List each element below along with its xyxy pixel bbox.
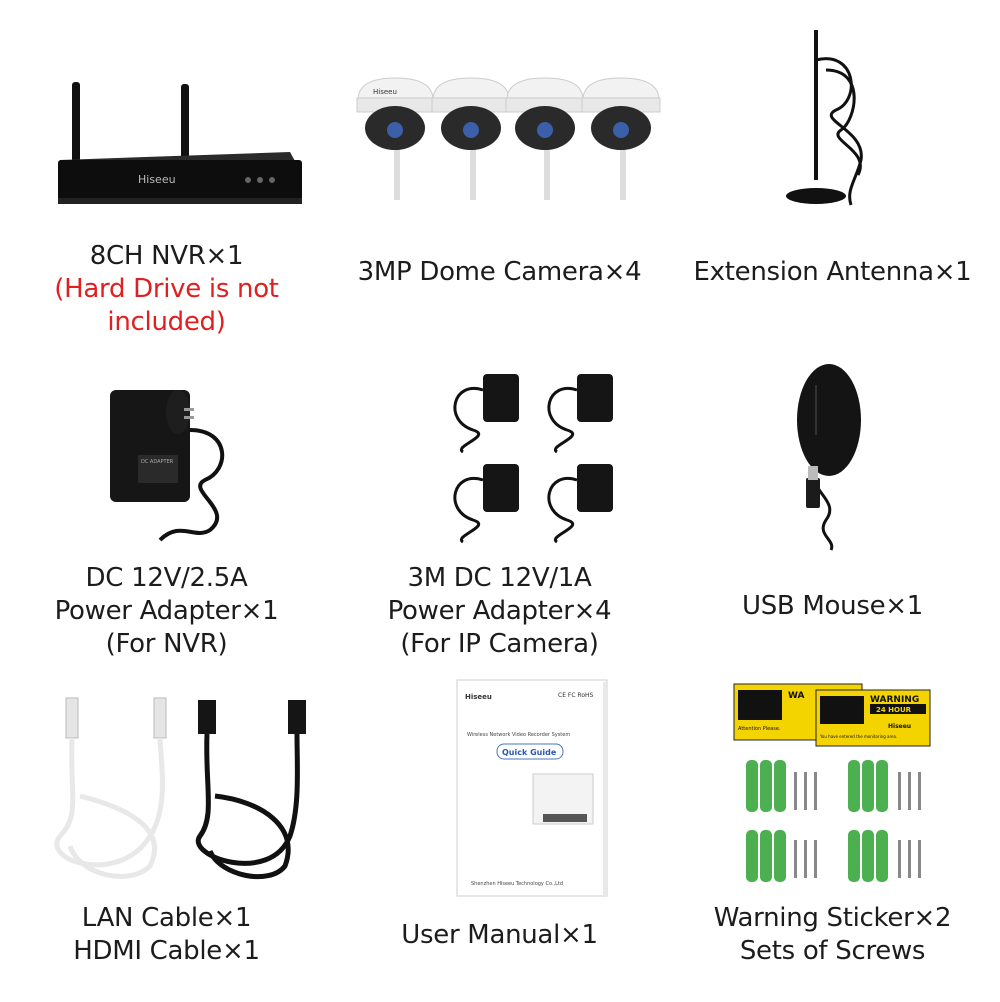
nvr-caption-line1: 8CH NVR×1 xyxy=(89,241,244,271)
nvr-adapter-label: DC ADAPTER xyxy=(141,459,174,465)
cables-caption: LAN Cable×1 HDMI Cable×1 xyxy=(0,902,333,968)
antenna-image xyxy=(666,20,999,260)
sticker-caption-line2: Sets of Screws xyxy=(739,936,926,966)
antenna-caption: Extension Antenna×1 xyxy=(666,256,999,289)
nvr-brand-label: Hiseeu xyxy=(138,173,176,186)
manual-company: Shenzhen Hiseeu Technology Co.,Ltd xyxy=(471,881,563,887)
hdmi-cable xyxy=(195,700,306,880)
manual-caption-line1: User Manual×1 xyxy=(401,920,598,950)
manual-marks: CE FC RoHS xyxy=(558,692,594,699)
cables-caption-line2: HDMI Cable×1 xyxy=(73,936,260,966)
screws-set-2 xyxy=(898,772,921,878)
user-manual-image: Hiseeu CE FC RoHS Wireless Network Video… xyxy=(333,676,666,916)
camera-adapter-4 xyxy=(547,464,613,544)
camera-adapter-1 xyxy=(453,374,519,454)
anchors-set-1 xyxy=(746,760,786,882)
dome-cameras-image: Hiseeu xyxy=(333,60,666,300)
cameras-caption-line1: 3MP Dome Camera×4 xyxy=(357,257,642,287)
nvr-caption-line2: (Hard Drive is not included) xyxy=(54,274,279,337)
nvr-adapter-caption-line1: DC 12V/2.5A xyxy=(85,563,248,593)
sticker-caption: Warning Sticker×2 Sets of Screws xyxy=(666,902,999,968)
svg-text:WA: WA xyxy=(788,691,805,701)
dome-camera-2 xyxy=(431,77,511,200)
nvr-adapter-caption: DC 12V/2.5A Power Adapter×1 (For NVR) xyxy=(0,562,333,661)
dome-camera-3 xyxy=(505,77,585,200)
nvr-adapter-caption-line2: Power Adapter×1 xyxy=(54,596,279,626)
manual-caption: User Manual×1 xyxy=(333,919,666,952)
nvr-adapter-caption-line3: (For NVR) xyxy=(105,629,228,659)
camera-adapter-2 xyxy=(547,374,613,454)
sticker-caption-line1: Warning Sticker×2 xyxy=(713,903,952,933)
sticker-24-text: 24 HOUR xyxy=(876,706,912,714)
sticker-entered: You have entered the monitoring area. xyxy=(819,734,897,739)
sticker-brand: Hiseeu xyxy=(888,723,911,730)
sticker-warning-text: WARNING xyxy=(870,695,919,705)
nvr-caption: 8CH NVR×1 (Hard Drive is not included) xyxy=(0,240,333,339)
manual-system: Wireless Network Video Recorder System xyxy=(467,732,570,738)
camera-adapters-caption-line2: Power Adapter×4 xyxy=(387,596,612,626)
cables-image xyxy=(0,686,333,926)
camera-brand-label: Hiseeu xyxy=(373,88,397,96)
camera-adapters-caption: 3M DC 12V/1A Power Adapter×4 (For IP Cam… xyxy=(333,562,666,661)
usb-mouse-image xyxy=(666,360,999,600)
mouse-caption-line1: USB Mouse×1 xyxy=(741,591,924,621)
warning-sticker-2: WARNING 24 HOUR INTERNET MONITOR Hiseeu … xyxy=(815,689,931,747)
antenna-caption-line1: Extension Antenna×1 xyxy=(693,257,972,287)
sticker-attention-1: Attention Please. xyxy=(738,726,781,732)
anchors-set-2 xyxy=(848,760,888,882)
camera-adapters-caption-line1: 3M DC 12V/1A xyxy=(407,563,592,593)
nvr-adapter-image: DC ADAPTER xyxy=(0,370,333,610)
cables-caption-line1: LAN Cable×1 xyxy=(81,903,252,933)
lan-cable xyxy=(54,697,167,879)
camera-adapters-image xyxy=(333,360,666,600)
camera-adapters-caption-line3: (For IP Camera) xyxy=(400,629,599,659)
manual-brand: Hiseeu xyxy=(465,693,492,701)
nvr-image: Hiseeu xyxy=(0,20,333,260)
manual-title: Quick Guide xyxy=(502,748,557,757)
sticker-screws-image: WA Attention Please. WARNING 24 HOUR INT… xyxy=(666,682,999,922)
camera-adapter-3 xyxy=(453,464,519,544)
sticker-monitor-text: INTERNET MONITOR xyxy=(872,715,902,719)
mouse-caption: USB Mouse×1 xyxy=(666,590,999,623)
cameras-caption: 3MP Dome Camera×4 xyxy=(333,256,666,289)
dome-camera-1 xyxy=(356,77,435,200)
dome-camera-4 xyxy=(581,77,661,200)
screws-set-1 xyxy=(794,772,817,878)
